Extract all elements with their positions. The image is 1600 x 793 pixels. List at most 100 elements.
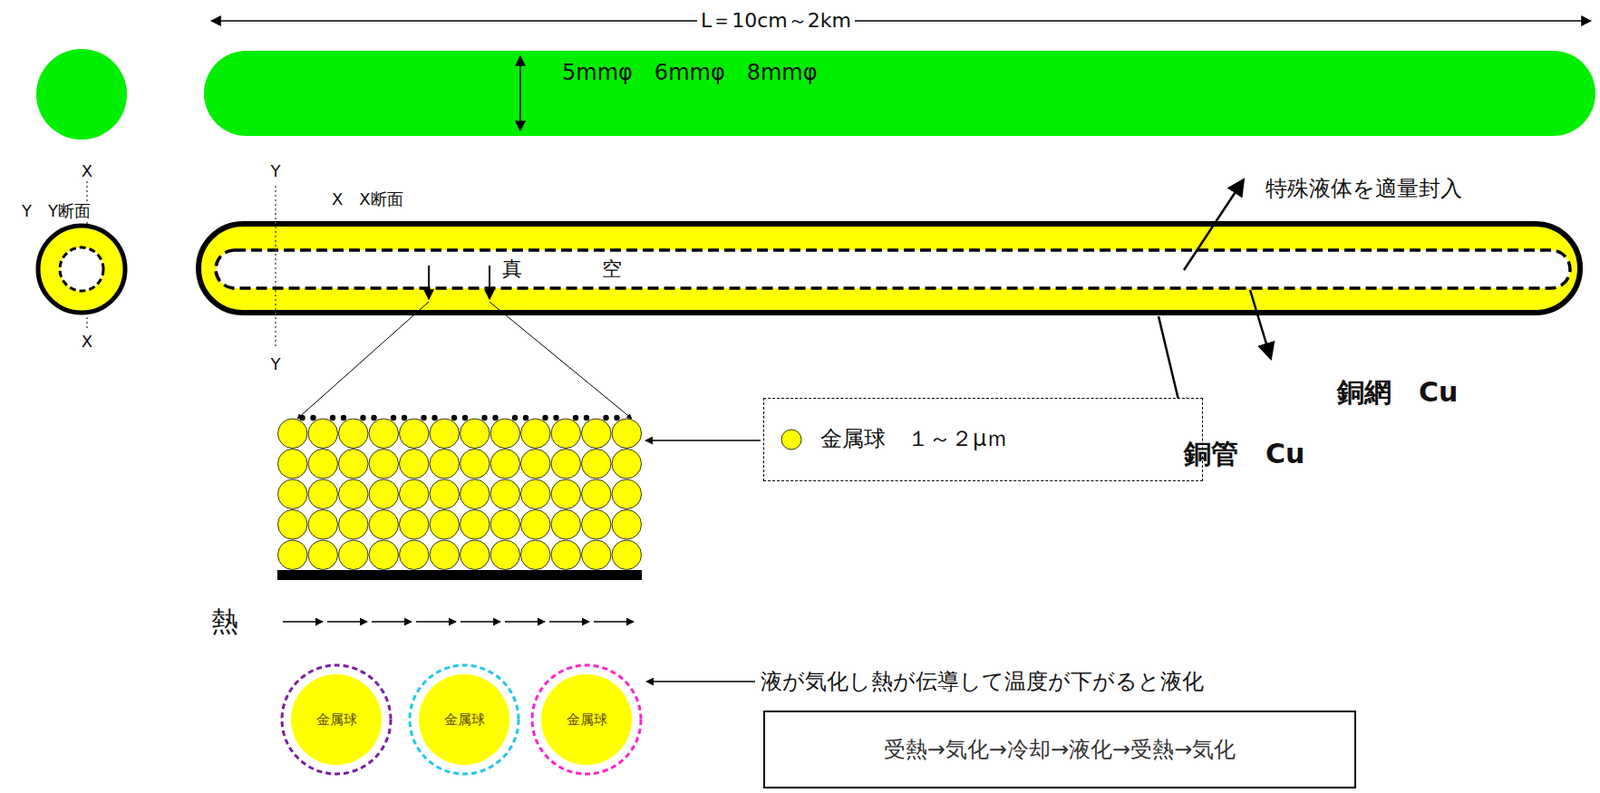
section-name: Y Y断面: [18, 201, 95, 222]
metal-sphere: [278, 418, 309, 449]
liquid-drop: [613, 415, 620, 421]
mesh-cross-section: [59, 247, 104, 291]
section-mark: Y: [271, 161, 282, 182]
liquid-drop: [340, 415, 347, 421]
metal-sphere: [429, 479, 460, 510]
metal-sphere: [399, 418, 430, 449]
metal-sphere: [278, 479, 309, 510]
heat-label: 熱: [211, 605, 239, 639]
section-mark: Y: [271, 354, 282, 375]
heat-arrow: [282, 620, 323, 623]
length-dimension: L＝10cm～2km: [697, 9, 855, 33]
metal-sphere: [368, 540, 399, 571]
heat-arrow: [593, 620, 634, 623]
pipe-outline-band: 5mmφ 6mmφ 8mmφ: [203, 50, 1596, 136]
leader-arrow: [646, 680, 756, 683]
liquid-drop: [512, 415, 518, 421]
liquid-drop: [390, 415, 397, 421]
pipe-cross-section: [38, 225, 126, 313]
metal-sphere: [339, 479, 369, 510]
metal-sphere-circle: 金属球: [407, 663, 521, 776]
metal-sphere: [551, 540, 582, 571]
metal-sphere: [581, 479, 612, 510]
section-mark: X: [81, 161, 93, 182]
node-text: 受熱→気化→冷却→液化→受熱→気化: [883, 736, 1237, 764]
liquid-drop: [431, 415, 437, 421]
leader-arrow: [1250, 290, 1271, 359]
zoom-line: [489, 301, 632, 419]
metal-sphere: [551, 449, 582, 480]
metal-sphere-circle: 金属球: [280, 663, 393, 776]
heat-arrow: [327, 620, 368, 623]
metal-sphere: [339, 418, 369, 449]
metal-sphere: [399, 449, 430, 480]
metal-sphere: [460, 479, 491, 510]
metal-sphere: [308, 510, 339, 541]
pipe-end-view: [36, 48, 127, 140]
metal-sphere: [521, 540, 552, 571]
metal-sphere: [278, 510, 309, 541]
copper-mesh: [215, 250, 1571, 289]
metal-sphere: [368, 449, 399, 480]
node-text: 金属球 １～２μｍ: [820, 426, 1009, 453]
liquid-drop: [492, 415, 498, 421]
metal-sphere: [581, 540, 612, 571]
part-name: 銅網 Cu: [1337, 376, 1458, 409]
metal-sphere: [460, 540, 491, 571]
metal-sphere: [551, 479, 582, 510]
node-text: 金属球: [316, 711, 358, 728]
metal-sphere: [339, 449, 369, 480]
metal-sphere: [399, 479, 430, 510]
metal-sphere: [521, 418, 552, 449]
liquid-drop: [310, 415, 316, 421]
liquid-drop: [420, 415, 427, 421]
heat-arrows: [282, 621, 634, 623]
metal-sphere: [429, 510, 460, 541]
metal-sphere: [581, 418, 612, 449]
metal-sphere: [308, 449, 339, 480]
metal-sphere: [611, 449, 642, 480]
metal-sphere: [490, 449, 521, 480]
metal-sphere: [521, 510, 552, 541]
metal-sphere: [460, 418, 491, 449]
metal-sphere: [611, 540, 642, 571]
metal-sphere: [308, 540, 339, 571]
tube-shape: [203, 50, 1596, 136]
metal-sphere: [429, 540, 460, 571]
metal-sphere: [551, 510, 582, 541]
metal-sphere: [490, 418, 521, 449]
liquid-drop: [401, 415, 408, 421]
metal-sphere: [490, 479, 521, 510]
heat-arrow: [549, 620, 590, 623]
metal-sphere: [308, 479, 339, 510]
metal-sphere: [521, 449, 552, 480]
section-line: [274, 185, 277, 350]
metal-sphere: [368, 479, 399, 510]
node-text: 金属球: [566, 711, 608, 728]
metal-sphere: [490, 540, 521, 571]
metal-sphere: [339, 510, 369, 541]
heat-arrow: [460, 620, 501, 623]
metal-sphere: [308, 418, 339, 449]
metal-sphere: [460, 449, 491, 480]
liquid-drop: [451, 415, 457, 421]
part-name: 銅管 Cu: [1183, 437, 1305, 471]
sphere-symbol: [764, 398, 810, 483]
process-note: 液が気化し熱が伝導して温度が下がると液化: [760, 669, 1204, 696]
pipe-wall: [277, 570, 642, 581]
metal-sphere: [581, 449, 612, 480]
metal-sphere: [278, 540, 309, 571]
leader-arrow: [645, 439, 761, 442]
metal-sphere: [429, 449, 460, 480]
liquid-drop: [542, 415, 548, 421]
liquid-drop: [602, 415, 609, 421]
metal-sphere: [339, 540, 369, 571]
metal-sphere: [429, 418, 460, 449]
metal-sphere: [611, 479, 642, 510]
section-name: X X断面: [331, 189, 404, 210]
liquid-drop: [299, 415, 305, 421]
metal-sphere: [399, 510, 430, 541]
cycle-box: 受熱→気化→冷却→液化→受熱→気化: [763, 710, 1357, 789]
fill-note: 特殊液体を適量封入: [1265, 175, 1463, 203]
